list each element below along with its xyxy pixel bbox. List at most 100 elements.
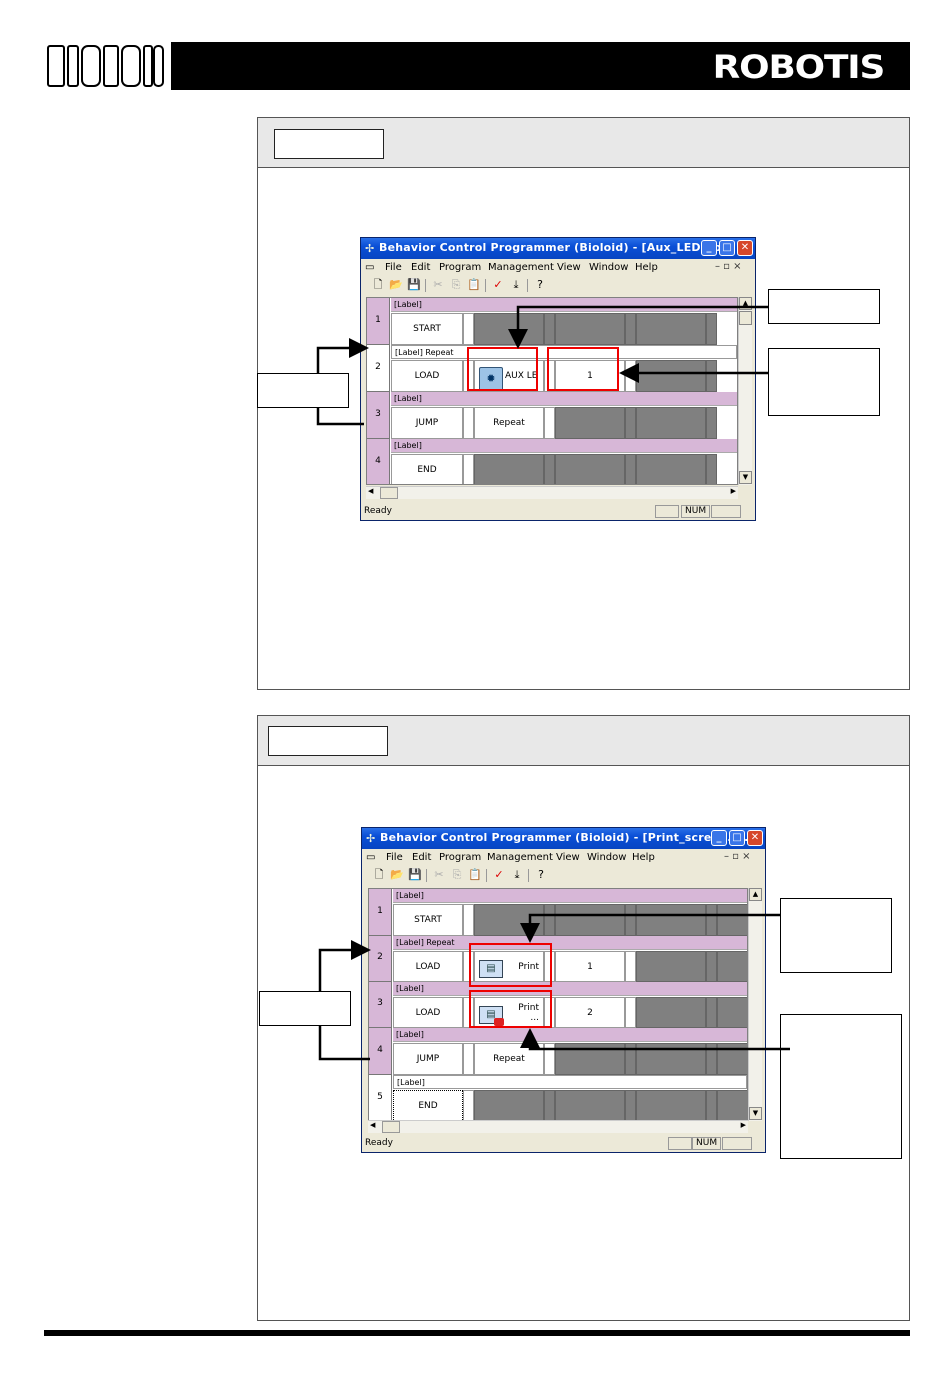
menu-program[interactable]: Program bbox=[439, 852, 482, 863]
menu-window[interactable]: Window bbox=[587, 852, 627, 863]
param-cell[interactable] bbox=[555, 313, 625, 345]
command-cell[interactable]: LOAD bbox=[393, 951, 463, 982]
paste-icon[interactable]: 📋 bbox=[468, 868, 482, 881]
param-cell[interactable] bbox=[555, 1090, 625, 1120]
param-cell[interactable] bbox=[555, 904, 625, 936]
scroll-right-icon[interactable]: ▶ bbox=[740, 1121, 746, 1129]
scroll-down-icon[interactable]: ▼ bbox=[749, 1107, 762, 1120]
vertical-scrollbar[interactable]: ▲ ▼ bbox=[738, 297, 752, 485]
menu-help[interactable]: Help bbox=[635, 262, 658, 273]
download-icon[interactable]: ⤓ bbox=[514, 868, 520, 881]
help-icon[interactable]: ? bbox=[538, 868, 544, 881]
copy-icon[interactable]: ⎘ bbox=[451, 278, 461, 291]
save-icon[interactable]: 💾 bbox=[408, 868, 422, 881]
cut-icon[interactable]: ✂ bbox=[433, 278, 443, 291]
mdi-controls[interactable]: – ▫ × bbox=[724, 851, 751, 862]
command-cell[interactable]: START bbox=[393, 904, 463, 936]
param-cell[interactable] bbox=[636, 997, 706, 1028]
save-icon[interactable]: 💾 bbox=[407, 278, 421, 291]
param-cell[interactable] bbox=[474, 454, 544, 484]
param-cell[interactable]: ▤ Print bbox=[474, 951, 544, 982]
row-label[interactable]: [Label] bbox=[393, 1028, 747, 1042]
param-cell[interactable] bbox=[636, 407, 706, 439]
new-icon[interactable]: 🗋 bbox=[373, 278, 383, 291]
scroll-right-icon[interactable]: ▶ bbox=[730, 487, 736, 495]
minimize-button[interactable]: _ bbox=[701, 240, 717, 256]
param-cell[interactable] bbox=[717, 997, 747, 1028]
param-cell[interactable]: Repeat bbox=[474, 1043, 544, 1075]
param-cell[interactable] bbox=[474, 313, 544, 345]
param-cell[interactable] bbox=[636, 360, 706, 392]
close-button[interactable]: ✕ bbox=[747, 830, 763, 846]
menu-view[interactable]: View bbox=[557, 262, 581, 273]
row-number[interactable]: 5 bbox=[369, 1075, 392, 1120]
check-icon[interactable]: ✓ bbox=[493, 278, 503, 291]
open-icon[interactable]: 📂 bbox=[389, 278, 403, 291]
maximize-button[interactable]: □ bbox=[729, 830, 745, 846]
close-button[interactable]: ✕ bbox=[737, 240, 753, 256]
menu-file[interactable]: File bbox=[385, 262, 402, 273]
param-cell[interactable] bbox=[717, 1043, 747, 1075]
scroll-up-icon[interactable]: ▲ bbox=[749, 888, 762, 901]
menu-view[interactable]: View bbox=[556, 852, 580, 863]
param-cell[interactable]: 1 bbox=[555, 360, 625, 392]
copy-icon[interactable]: ⎘ bbox=[452, 868, 462, 881]
param-cell[interactable] bbox=[636, 313, 706, 345]
row-number[interactable]: 4 bbox=[369, 1028, 392, 1075]
command-cell[interactable]: END bbox=[391, 454, 463, 484]
command-cell[interactable]: JUMP bbox=[391, 407, 463, 439]
menu-edit[interactable]: Edit bbox=[411, 262, 431, 273]
param-cell[interactable] bbox=[555, 407, 625, 439]
vertical-scrollbar[interactable]: ▲ ▼ bbox=[748, 888, 762, 1121]
param-cell[interactable]: 2 bbox=[555, 997, 625, 1028]
menu-management[interactable]: Management bbox=[487, 852, 553, 863]
download-icon[interactable]: ⤓ bbox=[513, 278, 519, 291]
command-cell[interactable]: START bbox=[391, 313, 463, 345]
param-cell[interactable] bbox=[474, 1090, 544, 1120]
param-cell[interactable] bbox=[474, 904, 544, 936]
row-label[interactable]: [Label] bbox=[391, 392, 737, 406]
row-number[interactable]: 4 bbox=[367, 439, 390, 484]
menu-file[interactable]: File bbox=[386, 852, 403, 863]
row-label[interactable]: [Label] bbox=[391, 298, 737, 312]
command-cell[interactable]: LOAD bbox=[393, 997, 463, 1028]
param-cell[interactable] bbox=[717, 951, 747, 982]
param-cell[interactable] bbox=[636, 951, 706, 982]
row-number[interactable]: 1 bbox=[369, 889, 392, 936]
horizontal-scrollbar[interactable]: ◀ ▶ bbox=[368, 1120, 748, 1133]
row-number[interactable]: 2 bbox=[367, 345, 390, 392]
scroll-up-icon[interactable]: ▲ bbox=[739, 297, 752, 310]
command-cell[interactable]: JUMP bbox=[393, 1043, 463, 1075]
param-cell[interactable] bbox=[636, 1043, 706, 1075]
param-cell[interactable] bbox=[717, 1090, 747, 1120]
scroll-left-icon[interactable]: ◀ bbox=[370, 1121, 376, 1129]
maximize-button[interactable]: □ bbox=[719, 240, 735, 256]
row-number[interactable]: 1 bbox=[367, 298, 390, 345]
command-cell[interactable]: END bbox=[393, 1090, 463, 1120]
row-number[interactable]: 3 bbox=[369, 982, 392, 1028]
row-label[interactable]: [Label] Repeat bbox=[393, 936, 747, 950]
row-label[interactable]: [Label] bbox=[391, 439, 737, 453]
param-cell[interactable]: 1 bbox=[555, 951, 625, 982]
command-cell[interactable]: LOAD bbox=[391, 360, 463, 392]
row-number[interactable]: 3 bbox=[367, 392, 390, 439]
cut-icon[interactable]: ✂ bbox=[434, 868, 444, 881]
new-icon[interactable]: 🗋 bbox=[374, 868, 384, 881]
paste-icon[interactable]: 📋 bbox=[467, 278, 481, 291]
scroll-thumb[interactable] bbox=[380, 487, 398, 499]
scroll-left-icon[interactable]: ◀ bbox=[368, 487, 374, 495]
param-cell[interactable] bbox=[717, 904, 747, 936]
horizontal-scrollbar[interactable]: ◀ ▶ bbox=[366, 486, 738, 499]
row-label[interactable]: [Label] bbox=[393, 1075, 747, 1089]
row-label[interactable]: [Label] bbox=[393, 889, 747, 903]
menu-edit[interactable]: Edit bbox=[412, 852, 432, 863]
check-icon[interactable]: ✓ bbox=[494, 868, 504, 881]
param-cell[interactable]: ✹ AUX LE bbox=[474, 360, 544, 392]
menu-help[interactable]: Help bbox=[632, 852, 655, 863]
row-label[interactable]: [Label] bbox=[393, 982, 747, 996]
scroll-down-icon[interactable]: ▼ bbox=[739, 471, 752, 484]
scroll-thumb[interactable] bbox=[739, 311, 752, 325]
param-cell[interactable] bbox=[555, 454, 625, 484]
scroll-thumb[interactable] bbox=[382, 1121, 400, 1133]
param-cell[interactable] bbox=[636, 1090, 706, 1120]
